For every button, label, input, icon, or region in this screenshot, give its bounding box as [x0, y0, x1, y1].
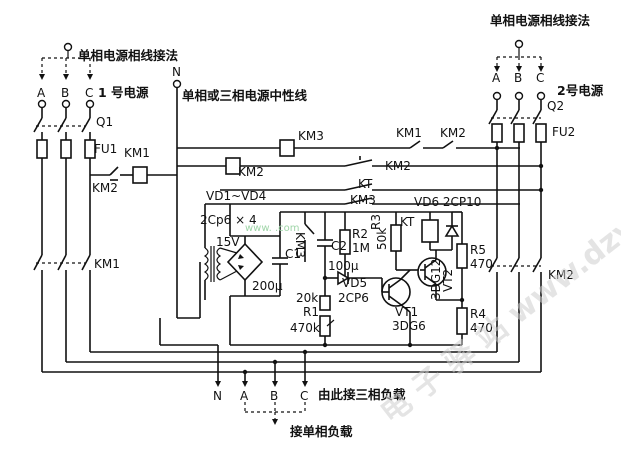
c1-val: 200μ — [252, 279, 283, 293]
r5-val: 470 — [470, 257, 493, 271]
right-phase-selector — [494, 39, 544, 72]
bottom-n: N — [213, 389, 222, 403]
control-rungs — [90, 139, 540, 205]
watermark-small: www. .com — [245, 223, 300, 234]
neutral-n: N — [172, 65, 181, 79]
single-phase-load-label: 接单相负载 — [290, 424, 353, 439]
r2-label: R2 — [352, 227, 368, 241]
s2-phase-a: A — [492, 71, 501, 85]
vt2-label: VT2 — [441, 269, 455, 292]
kt-contact-label: KT — [358, 177, 373, 191]
r3-label: R3 — [369, 214, 383, 230]
timer-section — [304, 211, 468, 348]
c1-label: C1 — [285, 247, 301, 261]
source1-lines — [33, 99, 96, 372]
km3-vert-label: KM3 — [293, 232, 307, 258]
vt1-label: VT1 — [395, 305, 418, 319]
vd5-type: 2CP6 — [338, 291, 369, 305]
s1-phase-b: B — [61, 86, 69, 100]
neutral-line — [159, 79, 201, 345]
km1-contact-label: KM1 — [396, 126, 422, 140]
km2-contact-label: KM2 — [440, 126, 466, 140]
vd6-label: VD6 2CP10 — [414, 195, 481, 209]
q1-label: Q1 — [96, 115, 113, 129]
r2-val: 1M — [352, 241, 370, 255]
r1-label: R1 — [303, 305, 319, 319]
bottom-c: C — [300, 389, 308, 403]
fu2-label: FU2 — [552, 125, 575, 139]
s1-phase-a: A — [37, 86, 46, 100]
source1-name: 1 号电源 — [98, 85, 149, 100]
neutral-desc: 单相或三相电源中性线 — [182, 88, 308, 103]
km3-contact-label: KM3 — [350, 193, 376, 207]
r1-val: 470k — [290, 321, 320, 335]
right-title: 单相电源相线接法 — [490, 13, 591, 28]
kt-coil-label: KT — [400, 215, 415, 229]
s2-phase-b: B — [514, 71, 522, 85]
r3-val: 50k — [375, 228, 389, 250]
km2-nc-label: KM2 — [92, 181, 118, 195]
vt2-type: 3DG12 — [429, 259, 443, 300]
diode-type-label: 2Cp6 × 4 — [200, 213, 257, 227]
three-phase-load-label: 由此接三相负载 — [318, 387, 406, 402]
km1-coil-label: KM1 — [124, 146, 150, 160]
rectifier-label: VD1~VD4 — [206, 189, 266, 203]
r1-top-val: 20k — [296, 291, 318, 305]
km3-coil-label: KM3 — [298, 129, 324, 143]
c2-val: 100μ — [328, 259, 359, 273]
km1-main-label: KM1 — [94, 257, 120, 271]
bottom-bus — [42, 344, 541, 425]
vt1-type: 3DG6 — [392, 319, 426, 333]
km2-main-label: KM2 — [548, 268, 574, 282]
r4-val: 470 — [470, 321, 493, 335]
source2-lines — [488, 91, 547, 372]
q2-label: Q2 — [547, 99, 564, 113]
s1-phase-c: C — [85, 86, 93, 100]
km2-coil-label: KM2 — [238, 165, 264, 179]
transformer-v-label: 15V — [216, 235, 240, 249]
power-supply — [203, 204, 462, 346]
s2-phase-c: C — [536, 71, 544, 85]
km2-mid-label: KM2 — [385, 159, 411, 173]
r4-label: R4 — [470, 307, 486, 321]
left-title: 单相电源相线接法 — [78, 48, 179, 63]
r5-label: R5 — [470, 243, 486, 257]
source2-name: 2号电源 — [557, 83, 604, 98]
vd5-label: VD5 — [342, 276, 367, 290]
bottom-b: B — [270, 389, 278, 403]
fu1-label: FU1 — [94, 142, 117, 156]
bottom-a: A — [240, 389, 249, 403]
c2-label: C2 — [331, 239, 347, 253]
left-phase-selector — [39, 42, 93, 80]
